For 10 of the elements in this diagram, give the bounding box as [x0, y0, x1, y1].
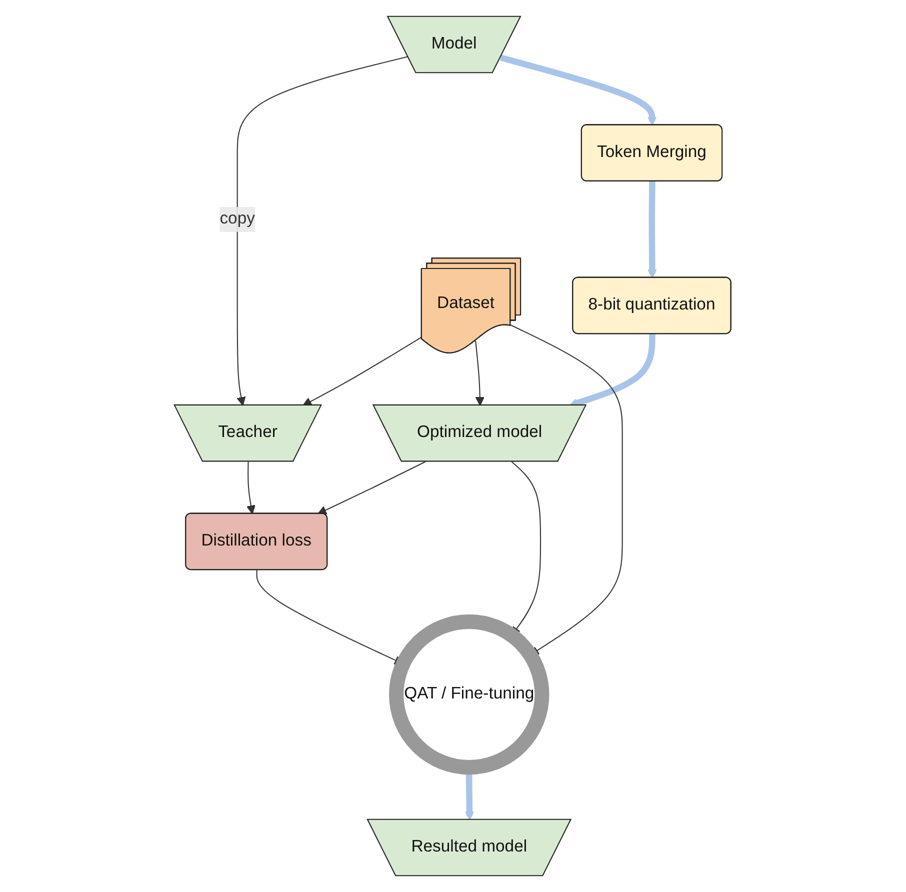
arrow — [246, 462, 256, 514]
arrow — [648, 181, 658, 278]
arrow — [318, 461, 426, 514]
arrow — [237, 56, 408, 406]
edge-label: copy — [220, 210, 256, 228]
arrow — [303, 336, 423, 406]
arrow — [475, 340, 485, 406]
arrow — [500, 54, 658, 126]
arrow — [510, 324, 624, 656]
node-circle: QAT / Fine-tuning — [389, 614, 550, 775]
